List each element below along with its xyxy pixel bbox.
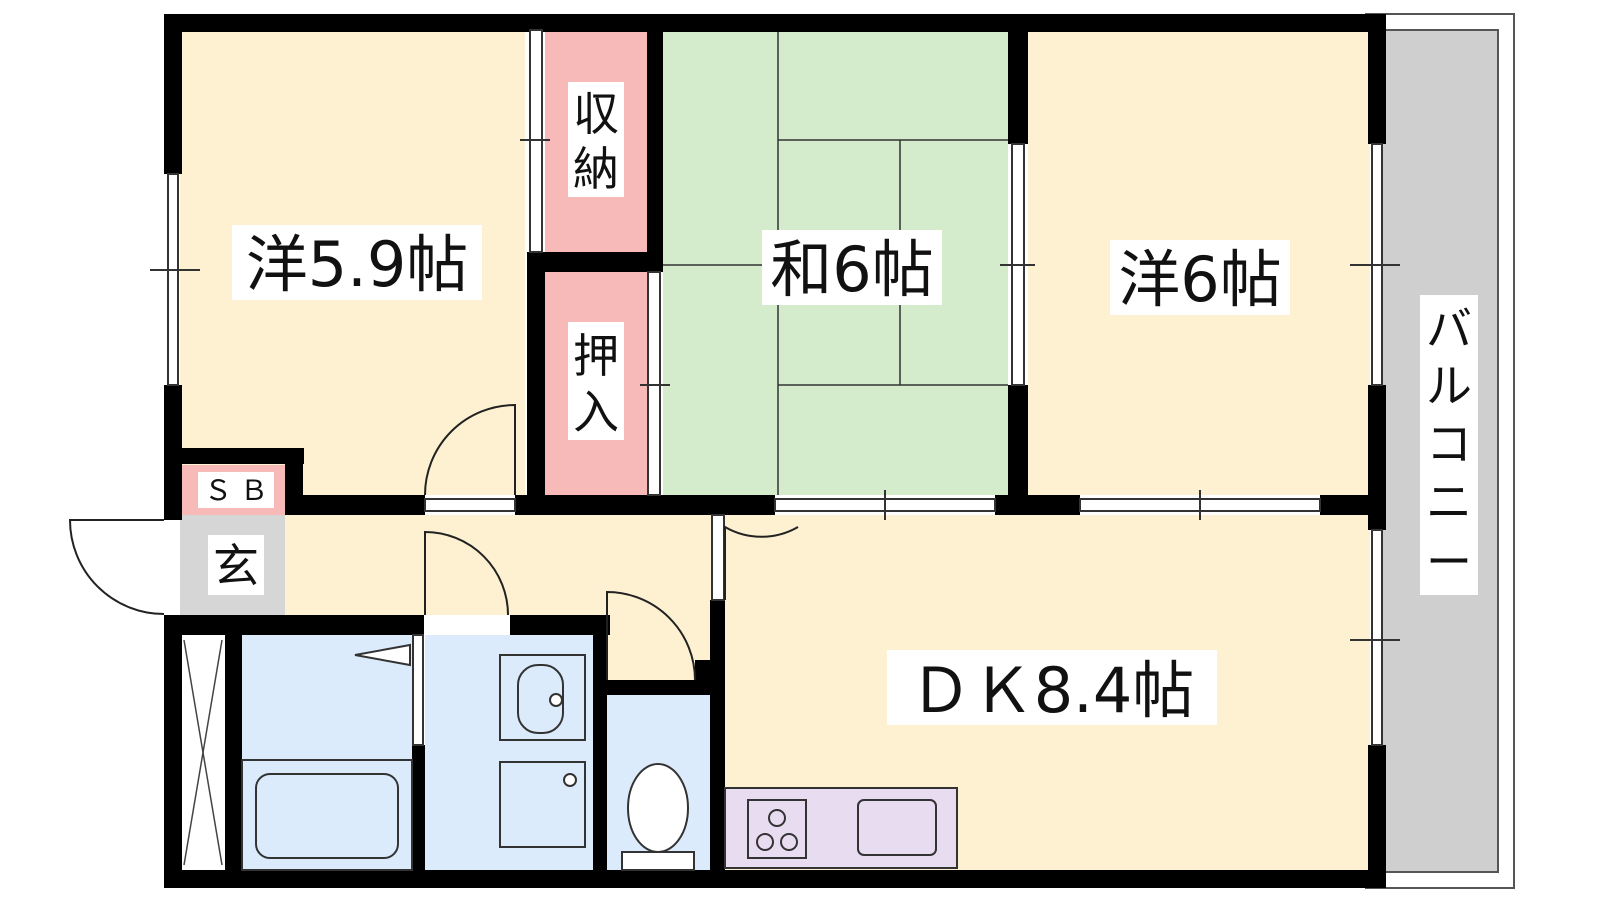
balcony-label-5: ー — [1426, 535, 1472, 589]
closet-label-bg — [568, 322, 624, 440]
toilet-fixture — [621, 763, 695, 871]
storage-label-1: 収 — [573, 87, 619, 141]
wash-basin — [499, 654, 586, 741]
dk-label-bg — [887, 650, 1217, 725]
closet-label-2: 入 — [573, 385, 619, 439]
shoe-box-label: ＳＢ — [204, 474, 276, 507]
linen-closet-x — [183, 639, 223, 866]
windows — [150, 29, 1400, 746]
shoe-box-label-bg — [198, 472, 274, 508]
western-room-1-label: 洋5.9帖 — [246, 228, 469, 301]
storage-label-2: 納 — [573, 142, 619, 196]
doors — [68, 403, 799, 681]
japanese-room-label-bg — [762, 230, 942, 305]
western-room-2-label-bg — [1110, 240, 1290, 315]
balcony-label-bg — [1420, 295, 1478, 595]
entrance-label-bg — [208, 535, 264, 595]
storage-label-bg — [568, 82, 624, 197]
japanese-room-label: 和6帖 — [770, 233, 933, 306]
western-room-2-label: 洋6帖 — [1118, 243, 1281, 316]
western-room-1-label-bg — [232, 225, 482, 300]
walls — [164, 14, 1386, 888]
balcony-label-3: コ — [1426, 417, 1472, 471]
bathtub — [241, 643, 413, 871]
dk-label: ＤＫ8.4帖 — [910, 654, 1195, 727]
kitchen-counter — [724, 787, 958, 869]
balcony-label-4: ニ — [1426, 475, 1472, 529]
closet-label-1: 押 — [573, 329, 619, 383]
balcony-label-2: ル — [1426, 359, 1472, 413]
balcony-label-1: バ — [1426, 302, 1472, 356]
entrance-label: 玄 — [213, 539, 259, 593]
washing-machine — [499, 761, 586, 848]
